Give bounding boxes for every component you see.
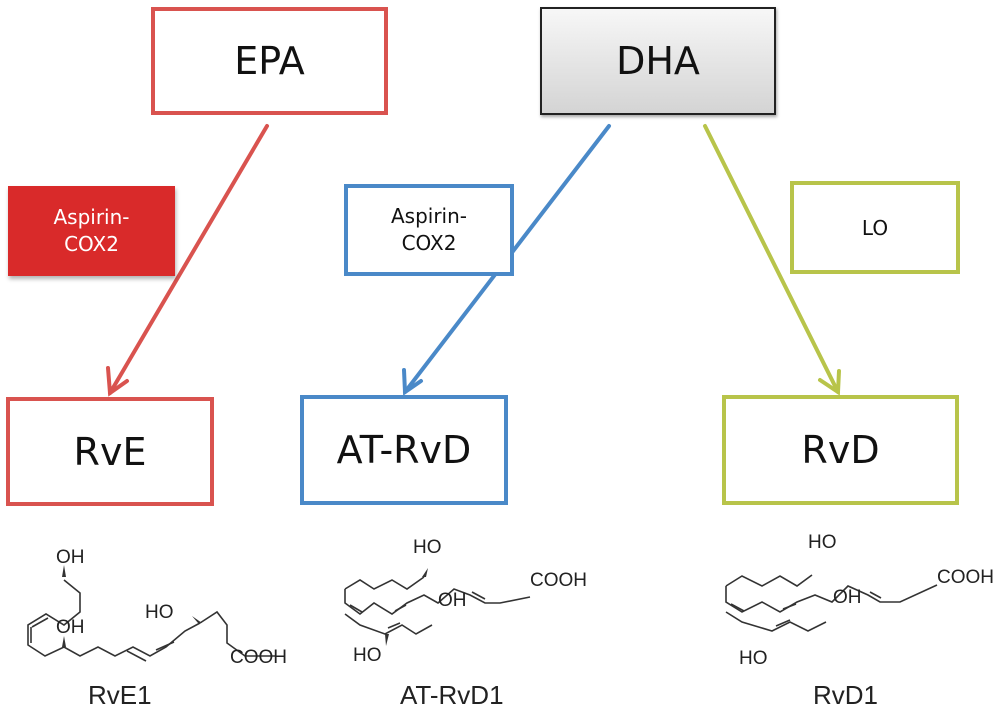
lo-enzyme: LO [790,181,960,274]
rvd1-ho-bottom: HO [739,648,768,669]
rvd1-ho-top: HO [808,532,837,553]
rve1-caption: RvE1 [88,680,152,710]
at-rvd1-ho-bottom: HO [353,645,382,666]
at-rvd1-ho-top: HO [413,537,442,558]
epa-node: EPA [151,7,388,115]
aspirin-cox2-epa-enzyme: Aspirin- COX2 [8,186,175,276]
at-rvd1-cooh: COOH [530,570,587,591]
rvd1-caption: RvD1 [813,680,879,710]
rve1-ho: HO [145,602,174,623]
epa-label: EPA [234,39,305,83]
arrow-dha-to-rvd [703,124,841,396]
enzyme-line-2: COX2 [401,231,457,255]
at-rvd-node: AT-RvD [300,395,508,505]
dha-label: DHA [616,39,700,83]
at-rvd1-oh-mid: OH [438,590,467,611]
aspirin-cox2-dha-enzyme: Aspirin- COX2 [344,184,514,276]
enzyme-line-1: Aspirin- [53,205,130,229]
lo-label: LO [861,215,889,240]
rvd1-oh-mid: OH [833,587,862,608]
rve1-oh-top: OH [56,547,85,568]
enzyme-line-1: Aspirin- [390,204,468,228]
dha-node: DHA [540,7,776,115]
rvd-node: RvD [722,395,959,505]
arrow-epa-to-rve [106,124,269,397]
rve1-cooh: COOH [230,647,287,668]
rvd1-cooh: COOH [937,567,994,588]
enzyme-line-2: COX2 [64,232,119,256]
rve1-structure: OH OH HO COOH [27,547,287,668]
rvd-label: RvD [801,428,880,472]
at-rvd1-structure: HO OH COOH HO [344,537,587,666]
rve1-oh-mid: OH [56,617,85,638]
at-rvd1-caption: AT-RvD1 [400,680,504,710]
rvd1-structure: HO OH COOH HO [725,532,994,669]
at-rvd-label: AT-RvD [336,428,472,472]
rve-label: RvE [73,429,147,474]
rve-node: RvE [6,397,214,506]
